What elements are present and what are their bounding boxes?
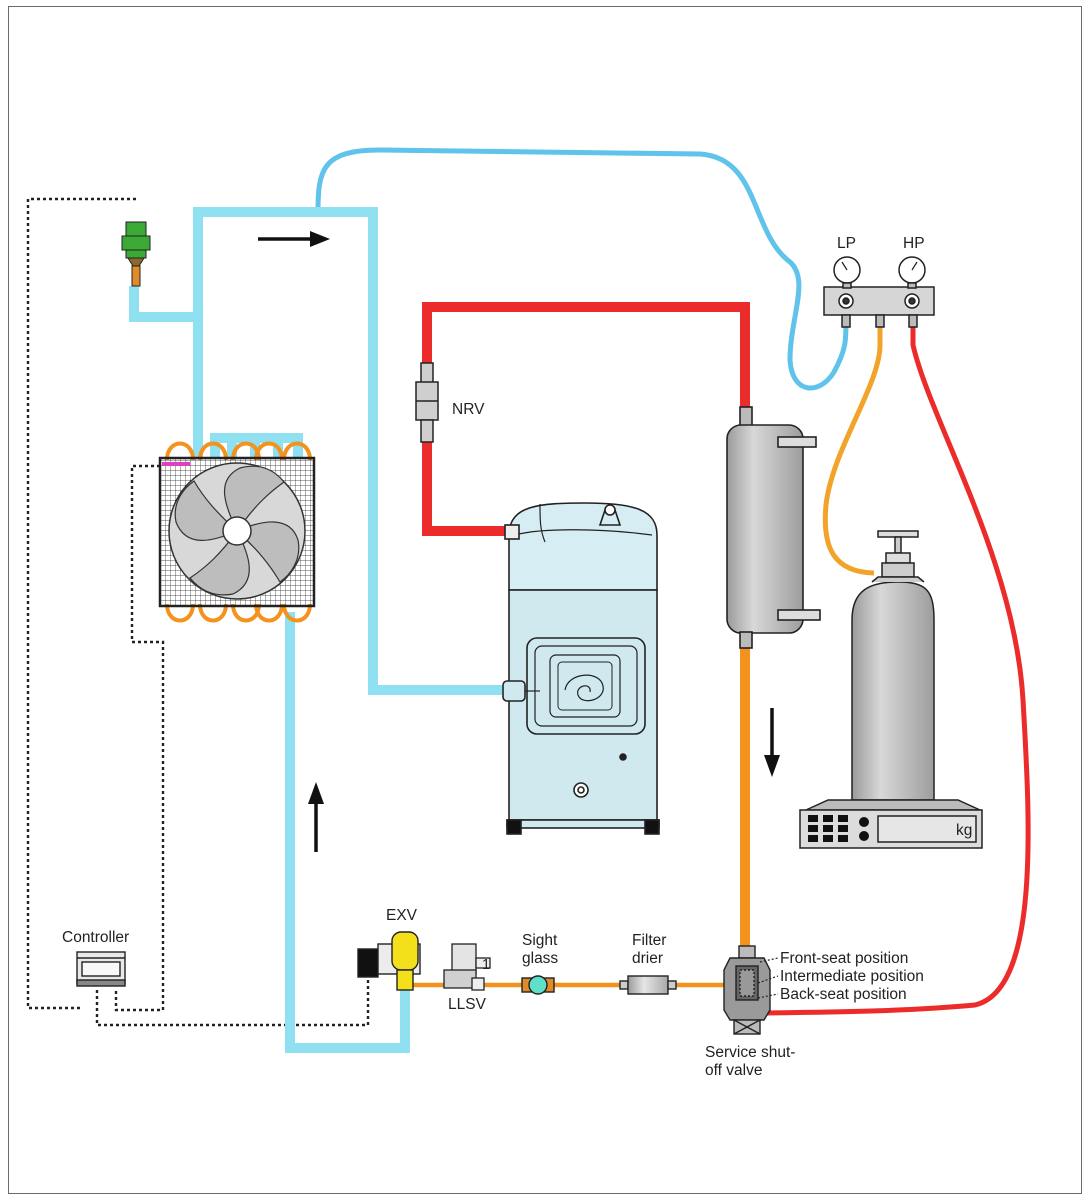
- llsv-valve: [443, 943, 491, 991]
- hp-hose-red: [761, 320, 1031, 1016]
- exv-label: EXV: [386, 907, 418, 924]
- service-valve-label-line1: Service shut-: [705, 1044, 795, 1061]
- llsv-label: LLSV: [448, 996, 487, 1013]
- compressor: [502, 502, 660, 835]
- filter-drier-label-line2: drier: [632, 950, 663, 967]
- hp-label: HP: [903, 235, 925, 252]
- sensor-signal-wire: [26, 197, 136, 1010]
- exv-control-wire: [95, 975, 370, 1027]
- discharge-line: [422, 302, 750, 536]
- fan-icon: [168, 462, 306, 600]
- gauge-manifold: [823, 256, 935, 328]
- nrv-valve: [415, 362, 439, 443]
- suction-line: [129, 207, 502, 1053]
- sight-glass: [521, 975, 555, 995]
- condenser-fan-unit: [158, 441, 316, 623]
- intermediate-label: Intermediate position: [780, 968, 924, 985]
- fan-control-wire: [114, 464, 165, 1012]
- charging-hose-orange: [822, 320, 883, 576]
- refrigerant-cylinder: [851, 530, 935, 801]
- sight-glass-label-line2: glass: [522, 950, 558, 967]
- pressure-sensor: [121, 221, 151, 287]
- sight-glass-label-line1: Sight: [522, 932, 558, 949]
- liquid-receiver: [726, 406, 821, 649]
- filter-drier: [619, 975, 677, 995]
- controller: [76, 951, 126, 987]
- llsv-coil-number: 1: [482, 957, 490, 973]
- front-seat-label: Front-seat position: [780, 950, 908, 967]
- exv-valve: [357, 931, 421, 991]
- service-shutoff-valve: [723, 945, 771, 1035]
- valve-position-leaders: [757, 957, 779, 999]
- controller-wiring: [26, 197, 370, 1027]
- arrow-icon: [258, 231, 780, 852]
- back-seat-label: Back-seat position: [780, 986, 907, 1003]
- nrv-label: NRV: [452, 401, 485, 418]
- scale-unit-label: kg: [956, 822, 972, 839]
- gauge-hose-blue: [315, 147, 849, 391]
- controller-label: Controller: [62, 929, 129, 946]
- diagram-frame: [8, 6, 1082, 1194]
- lp-label: LP: [837, 235, 856, 252]
- gauge-icon: [833, 256, 926, 289]
- filter-drier-label-line1: Filter: [632, 932, 666, 949]
- weighing-scale: [799, 799, 983, 849]
- service-valve-label-line2: off valve: [705, 1062, 762, 1079]
